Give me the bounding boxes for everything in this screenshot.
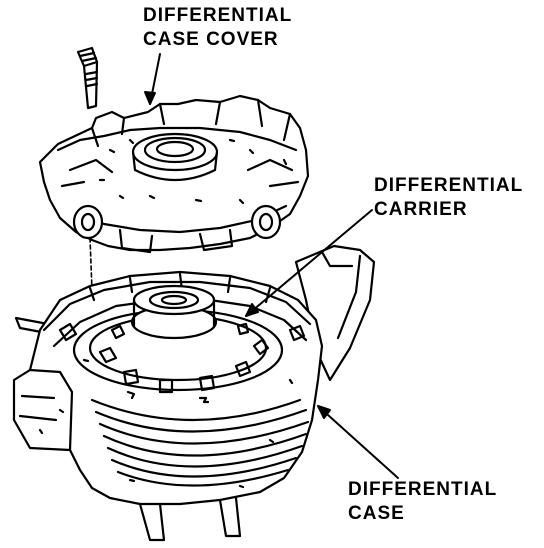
case-cover-label-line1: DIFFERENTIAL [143, 5, 293, 26]
carrier-label: DIFFERENTIAL CARRIER [374, 174, 523, 222]
case-leader [317, 405, 399, 479]
carrier-leader [245, 209, 373, 317]
case-arrowhead [317, 405, 331, 419]
carrier-arrowhead [245, 303, 259, 317]
case-cover-arrowhead [144, 91, 156, 105]
case-cover-label-line2: CASE COVER [143, 29, 279, 50]
carrier-label-line2: CARRIER [374, 199, 468, 220]
alignment-line [89, 237, 93, 291]
case-label-line2: CASE [348, 503, 405, 524]
differential-case [12, 244, 376, 542]
case-cover-label: DIFFERENTIAL CASE COVER [143, 4, 292, 52]
leader-arrows [144, 53, 399, 479]
case-cover [38, 94, 310, 254]
case-label: DIFFERENTIAL CASE [348, 478, 497, 526]
carrier-label-line1: DIFFERENTIAL [374, 175, 524, 196]
case-label-line1: DIFFERENTIAL [348, 479, 498, 500]
bolt [76, 46, 99, 110]
